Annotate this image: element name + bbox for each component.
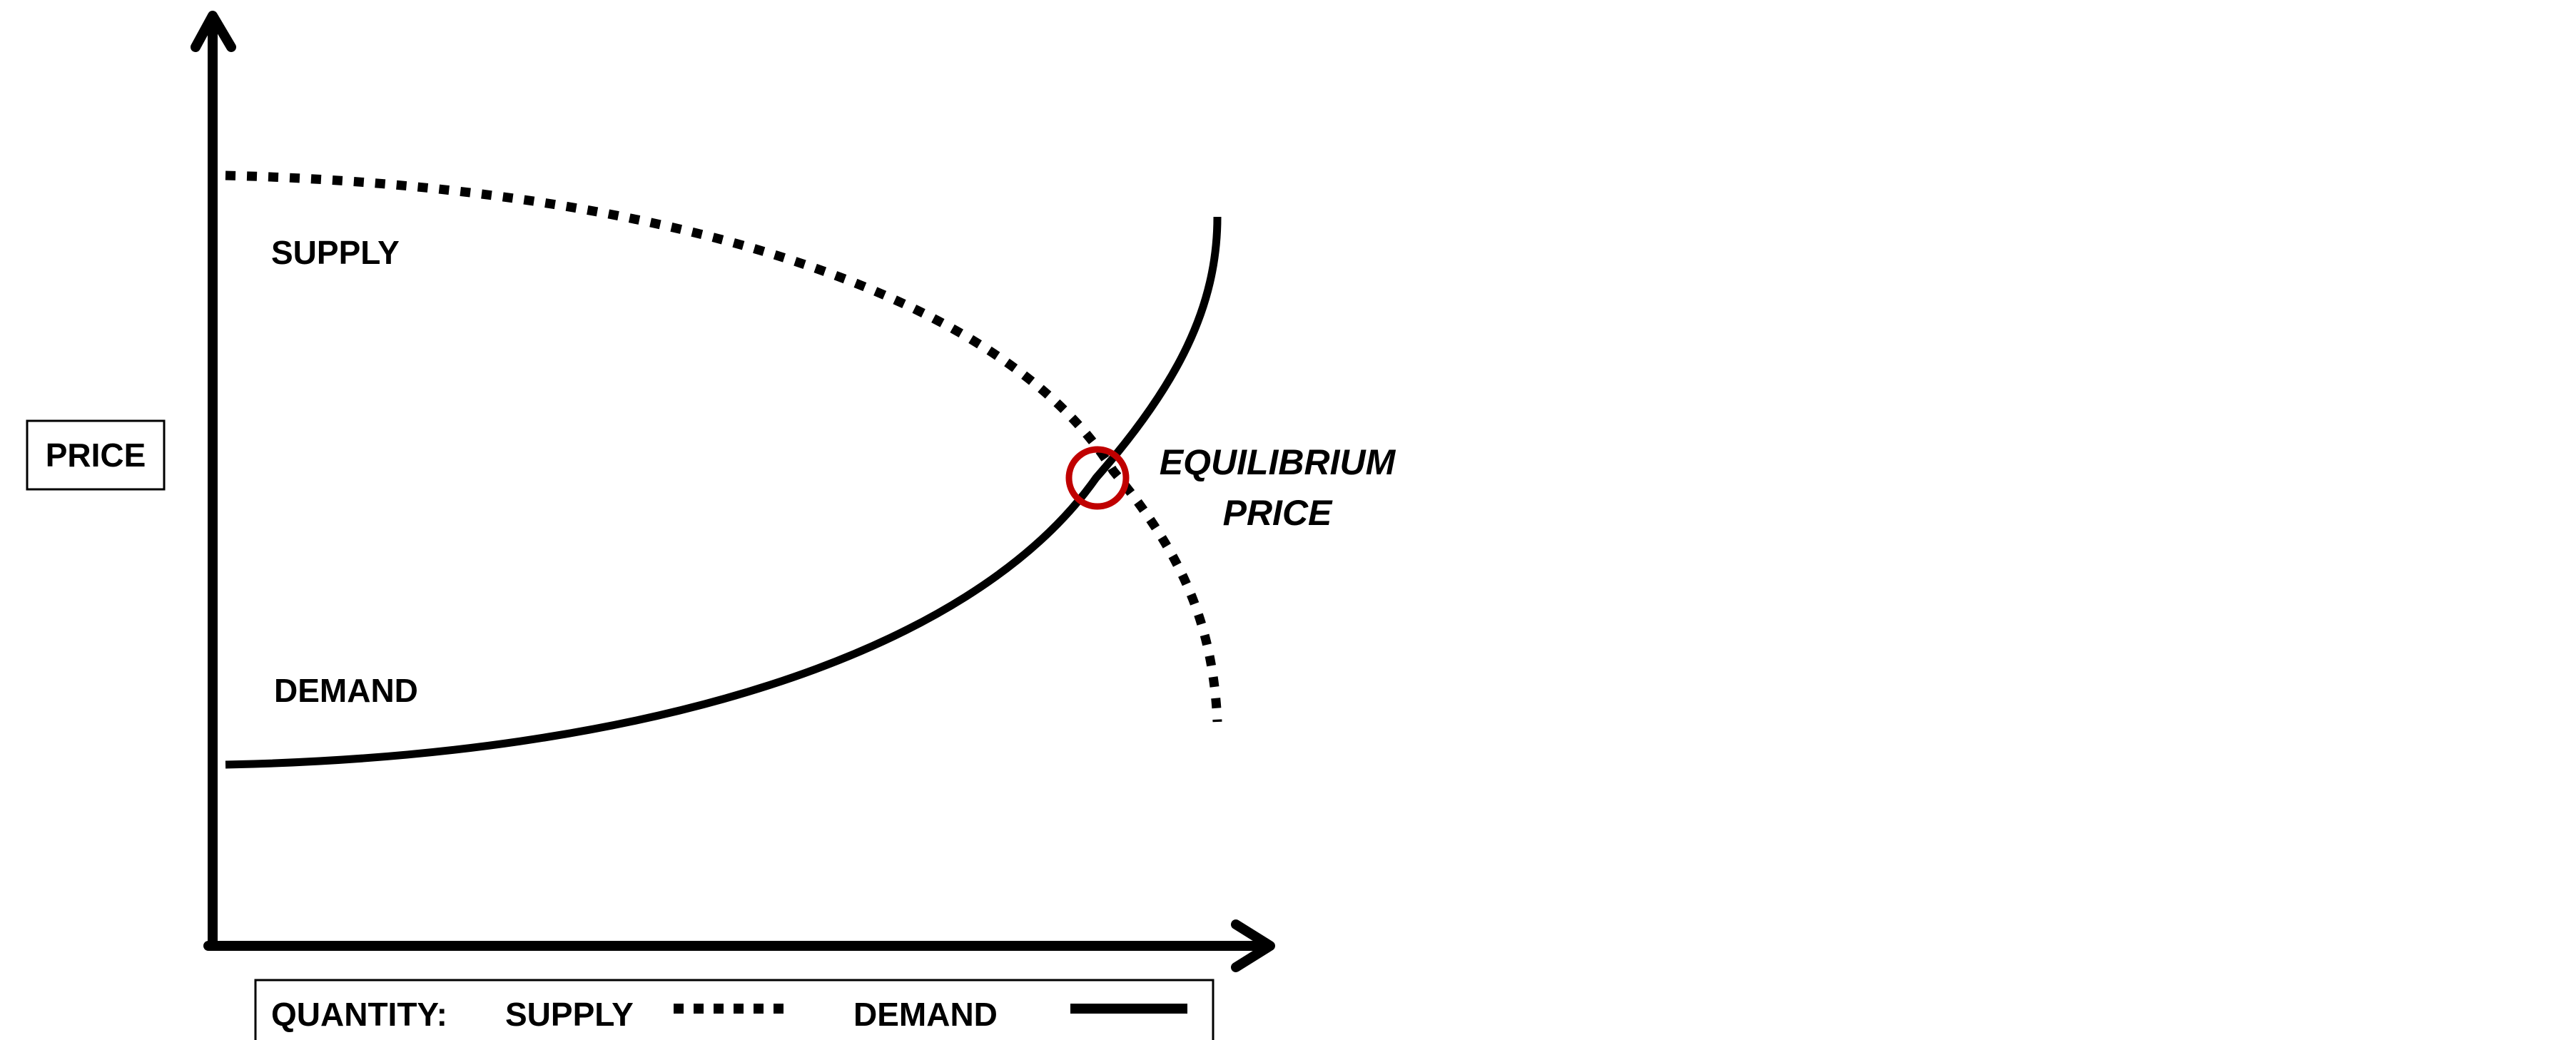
demand-curve-label: DEMAND [274,672,418,709]
x-axis-arrowhead-icon [1231,919,1275,972]
equilibrium-label-line2: PRICE [1223,493,1333,533]
price-label-box [26,419,166,491]
supply-curve-label: SUPPLY [271,234,400,271]
legend-demand-label: DEMAND [853,996,998,1033]
equilibrium-label-line1: EQUILIBRIUM [1160,442,1396,482]
supply-curve [225,170,1222,723]
legend-supply-label: SUPPLY [505,996,634,1033]
y-axis-arrowhead-icon [191,11,236,52]
demand-curve [225,216,1222,769]
legend-quantity-prefix: QUANTITY: [271,996,447,1033]
price-axis-label: PRICE [46,437,146,474]
equilibrium-marker [1065,446,1130,510]
